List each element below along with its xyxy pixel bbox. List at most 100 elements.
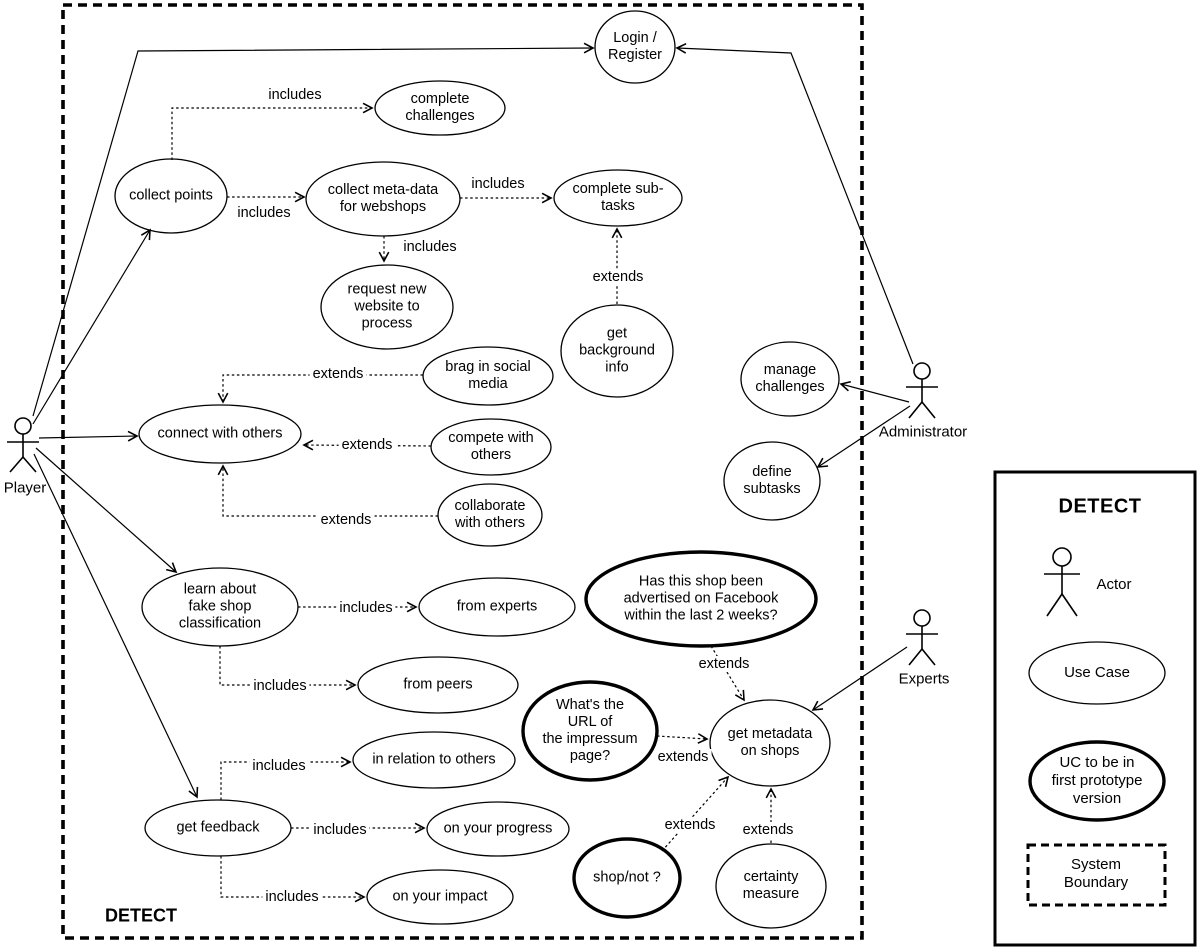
usecase-on-your-impact-label: on your impact	[392, 888, 488, 905]
edge-label-extends-14: extends	[654, 749, 712, 765]
usecase-manage-challenges	[740, 341, 840, 417]
usecase-shop-not-label: shop/not ?	[593, 869, 661, 886]
legend-usecase-label: Use Case	[1064, 664, 1130, 681]
usecase-complete-challenges-label: complete challenges	[405, 90, 475, 124]
usecase-on-your-impact	[366, 869, 514, 925]
usecase-facebook-question	[584, 550, 818, 648]
usecase-in-relation-to-others-label: in relation to others	[372, 751, 496, 768]
edge-player-collectpoints	[32, 230, 150, 425]
edge-label-extends-16: extends	[739, 822, 797, 838]
edge-admin-managechallenges	[841, 384, 910, 403]
usecase-in-relation-to-others	[352, 731, 516, 789]
edge-player-getfeedback	[33, 453, 197, 797]
usecase-from-peers-label: from peers	[403, 676, 473, 693]
edge-admin-login	[677, 48, 914, 365]
edge-label-includes-9: includes	[250, 678, 310, 694]
usecase-compete-with-others-label: compete with others	[448, 429, 534, 463]
edge-player-learnfake	[35, 447, 176, 572]
usecase-login-label: Login / Register	[608, 29, 662, 63]
edge-label-extends-5: extends	[309, 366, 367, 382]
edge-label-includes-0: includes	[265, 87, 325, 103]
edge-label-includes-10: includes	[249, 758, 309, 774]
edge-collaborate-connect	[223, 466, 438, 517]
usecase-complete-subtasks	[553, 169, 683, 227]
edge-player-login	[32, 48, 593, 417]
edge-label-extends-4: extends	[589, 269, 647, 285]
edge-experts-getmetadata	[813, 646, 908, 710]
usecase-collaborate-with-others	[437, 483, 543, 547]
usecase-request-new-website	[320, 264, 454, 350]
usecase-certainty-measure	[715, 843, 827, 929]
system-boundary	[61, 3, 864, 940]
usecase-complete-subtasks-label: complete sub- tasks	[572, 180, 664, 214]
usecase-complete-challenges	[374, 80, 506, 136]
legend-boundary-rect	[1026, 843, 1167, 907]
usecase-facebook-question-label: Has this shop been advertised on Faceboo…	[623, 573, 779, 624]
usecase-compete-with-others	[430, 418, 552, 476]
edge-label-includes-3: includes	[400, 239, 460, 255]
usecase-collect-points	[114, 158, 228, 234]
edge-label-extends-15: extends	[661, 817, 719, 833]
legend-title: DETECT	[1058, 495, 1142, 518]
usecase-collect-metadata-label: collect meta-data for webshops	[327, 181, 439, 215]
usecase-get-feedback-label: get feedback	[176, 819, 260, 836]
usecase-get-background-info	[560, 304, 674, 398]
actor-administrator-label: Administrator	[878, 423, 968, 441]
actor-experts-label: Experts	[898, 670, 950, 688]
usecase-learn-fake-shop-label: learn about fake shop classification	[178, 581, 262, 632]
usecase-impressum-question	[521, 680, 659, 782]
legend-prototype-label: UC to be in first prototype version	[1051, 754, 1143, 807]
usecase-from-experts	[418, 577, 576, 637]
usecase-on-your-progress	[426, 801, 570, 857]
edge-label-includes-2: includes	[468, 176, 528, 192]
edge-label-includes-12: includes	[262, 889, 322, 905]
usecase-impressum-question-label: What's the URL of the impressum page?	[542, 696, 638, 765]
usecase-define-subtasks-label: define subtasks	[743, 463, 801, 497]
edge-facebookq-getmetadata	[710, 645, 744, 700]
usecase-define-subtasks	[723, 441, 821, 521]
edge-shopnot-getmetadata	[661, 777, 728, 852]
system-boundary-label: DETECT	[105, 905, 177, 926]
legend-boundary-label: System Boundary	[1063, 856, 1129, 891]
edge-label-extends-7: extends	[317, 512, 375, 528]
usecase-on-your-progress-label: on your progress	[443, 820, 553, 837]
edge-label-includes-11: includes	[310, 822, 370, 838]
usecase-login	[594, 10, 676, 84]
legend-prototype-ellipse	[1028, 740, 1166, 822]
usecase-brag-social-media	[422, 346, 554, 406]
edge-getfeedback-onimpact	[220, 856, 364, 897]
edge-label-extends-6: extends	[338, 437, 396, 453]
legend-actor-figure	[1044, 547, 1080, 617]
usecase-connect-with-others	[138, 404, 302, 464]
edge-impressumq-getmetadata	[656, 736, 707, 739]
edge-player-connect	[38, 436, 137, 438]
actor-administrator-figure	[906, 362, 938, 419]
actor-player-label: Player	[3, 479, 47, 497]
usecase-collect-metadata	[305, 161, 461, 237]
edge-label-includes-8: includes	[336, 600, 396, 616]
actor-player-figure	[7, 417, 39, 473]
usecase-request-new-website-label: request new website to process	[347, 281, 427, 332]
usecase-manage-challenges-label: manage challenges	[755, 361, 825, 395]
actor-experts-figure	[906, 609, 938, 666]
usecase-connect-with-others-label: connect with others	[157, 425, 283, 442]
usecase-from-peers	[357, 656, 519, 714]
edge-label-extends-13: extends	[695, 656, 753, 672]
usecase-get-metadata-shops	[709, 699, 831, 787]
usecase-brag-social-media-label: brag in social media	[445, 358, 531, 392]
usecase-shop-not	[572, 837, 682, 919]
legend-actor-label: Actor	[1096, 576, 1132, 593]
edge-learnfake-frompeers	[219, 646, 355, 685]
edge-admin-definesubtasks	[818, 405, 911, 467]
usecase-get-metadata-shops-label: get metadata on shops	[727, 725, 813, 759]
usecase-from-experts-label: from experts	[456, 598, 538, 615]
edge-collectpoints-completechallenges	[171, 108, 372, 160]
usecase-collect-points-label: collect points	[129, 187, 213, 204]
usecase-get-background-info-label: get background info	[579, 325, 655, 376]
edge-label-includes-1: includes	[234, 205, 294, 221]
legend-usecase-ellipse	[1028, 641, 1166, 705]
usecase-collaborate-with-others-label: collaborate with others	[454, 497, 526, 531]
legend-box	[993, 470, 1197, 947]
